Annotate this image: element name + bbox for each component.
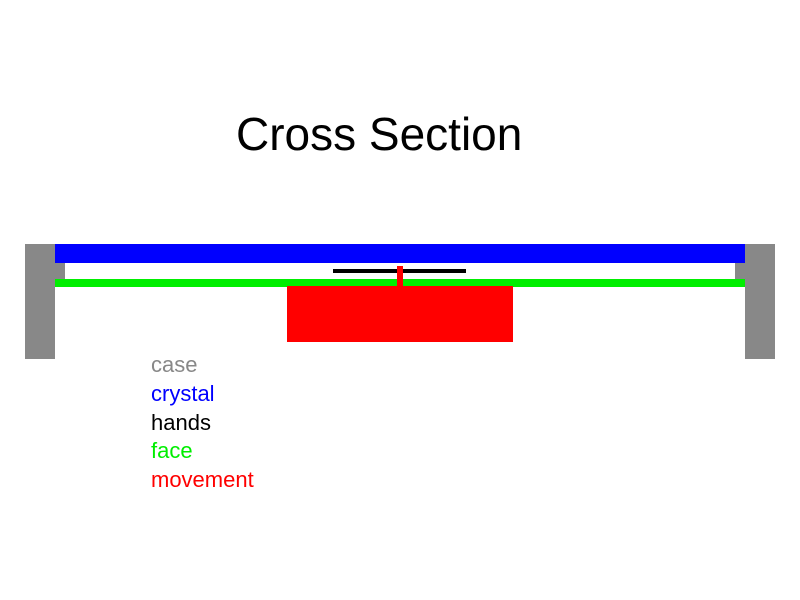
- case-right-wall: [745, 244, 775, 359]
- legend-item-hands: hands: [151, 409, 211, 435]
- case-left-ledge: [55, 262, 65, 280]
- case-right-ledge: [735, 262, 745, 280]
- legend-item-case: case: [151, 352, 198, 377]
- legend: case crystal hands face movement: [151, 351, 254, 495]
- hands-spindle: [397, 266, 403, 287]
- diagram-title: Cross Section: [236, 108, 523, 160]
- crystal-layer: [55, 244, 745, 263]
- legend-item-face: face: [151, 438, 193, 464]
- case-left-wall: [25, 244, 55, 359]
- legend-item-crystal: crystal: [151, 380, 215, 406]
- movement-block: [287, 286, 513, 342]
- legend-item-movement: movement: [151, 467, 254, 492]
